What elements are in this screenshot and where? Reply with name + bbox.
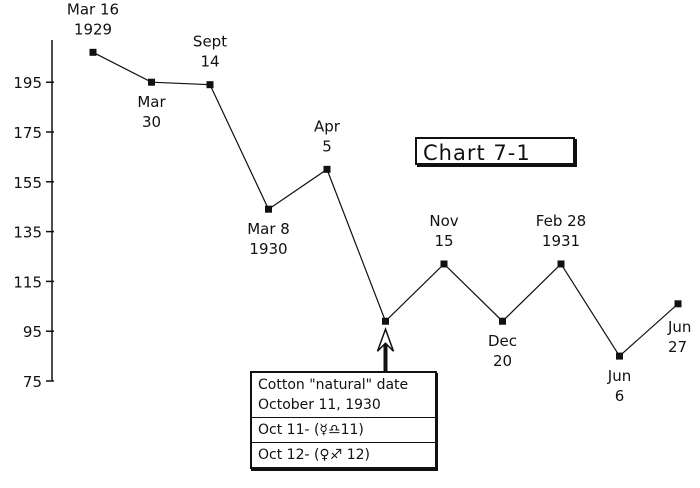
point-label: Sept [193, 33, 227, 51]
chart-title: Chart 7-1 [415, 137, 575, 165]
point-label: 5 [322, 137, 332, 155]
point-label: Mar 16 [67, 0, 119, 18]
y-tick-label: 195 [13, 74, 42, 92]
annotation-line1: Cotton "natural" date [258, 377, 409, 393]
annotation-line3: Oct 11- (☿♎11) [252, 417, 435, 442]
y-tick-label: 175 [13, 124, 42, 142]
point-label: Apr [314, 117, 341, 135]
point-label: 14 [200, 53, 219, 71]
point-label: Mar 8 [247, 220, 290, 238]
point-label: 1930 [249, 240, 287, 258]
point-label: Nov [429, 212, 458, 230]
point-label: 1929 [74, 20, 112, 38]
data-point [674, 300, 682, 308]
point-label: 1931 [542, 232, 580, 250]
data-point [557, 260, 565, 268]
series-line [92, 51, 679, 358]
point-label: Feb 28 [536, 212, 586, 230]
point-label: Jun [667, 318, 691, 336]
data-point [265, 205, 272, 213]
y-tick-label: 155 [13, 174, 42, 192]
data-point [89, 48, 97, 56]
data-point [323, 165, 331, 173]
data-point [382, 317, 389, 325]
point-label: 15 [434, 232, 453, 250]
point-label: Dec [488, 332, 517, 350]
annotation-line4: Oct 12- (♀♐ 12) [252, 442, 435, 467]
y-tick-label: 95 [23, 323, 42, 341]
y-tick-label: 75 [23, 373, 42, 391]
data-point [499, 317, 506, 325]
data-point [148, 78, 155, 86]
point-label: 27 [668, 338, 687, 356]
data-point [206, 81, 214, 89]
data-point [440, 260, 448, 268]
point-label: 30 [142, 113, 161, 131]
point-label: Jun [607, 367, 631, 385]
annotation-box: Cotton "natural" date October 11, 1930 O… [250, 371, 437, 469]
annotation-line2: October 11, 1930 [258, 397, 381, 413]
arrow-head-icon [376, 327, 395, 352]
point-label: Mar [137, 93, 166, 111]
y-tick-label: 115 [13, 273, 42, 291]
point-label: 6 [615, 387, 625, 405]
data-point [616, 352, 623, 360]
y-tick-label: 135 [13, 224, 42, 242]
point-label: 20 [493, 352, 512, 370]
annotation-header: Cotton "natural" date October 11, 1930 [252, 373, 435, 417]
